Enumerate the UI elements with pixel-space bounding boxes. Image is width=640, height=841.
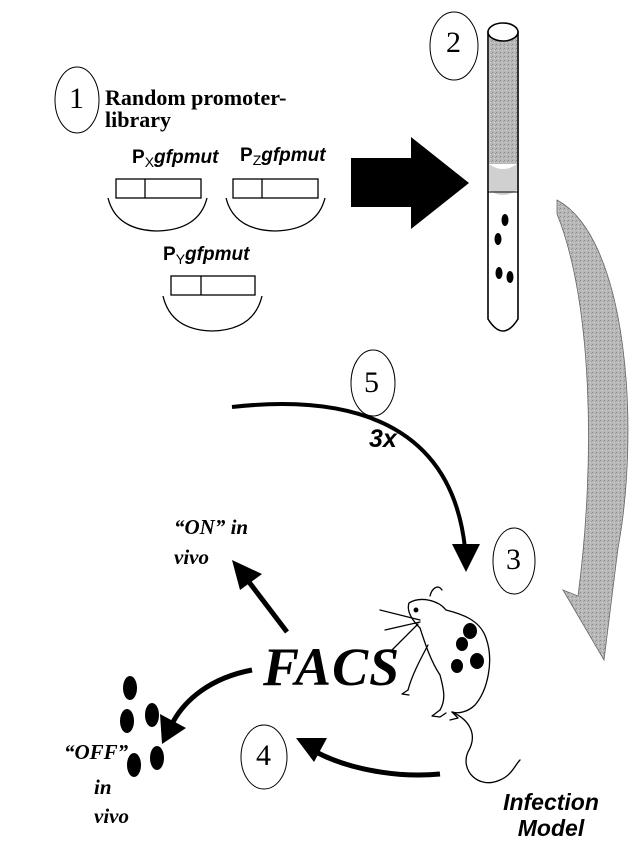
mouse-drawing — [380, 587, 520, 783]
infection-model-label: Infection Model — [486, 789, 616, 841]
off-label-line-1: “OFF” — [64, 735, 129, 770]
culture-tube — [488, 23, 518, 331]
repeat-loop-arrow — [232, 404, 465, 548]
plasmid-y-label: PYgfpmut — [163, 244, 249, 267]
plasmid-z — [226, 179, 325, 231]
repeat-count-label: 3x — [369, 425, 397, 454]
step-1-number: 1 — [69, 82, 84, 116]
on-label-line-2: vivo — [174, 542, 248, 572]
off-label-line-2: in — [64, 770, 129, 805]
on-arrow — [249, 582, 287, 632]
library-title-line-2: library — [105, 109, 286, 131]
infection-ribbon-arrow — [557, 200, 628, 660]
facs-label: FACS — [263, 636, 400, 698]
plasmid-x-gene: gfpmut — [154, 147, 218, 168]
library-title-line-1: Random promoter- — [105, 87, 286, 109]
plasmid-y-promoter: P — [163, 244, 176, 265]
library-title: Random promoter- library — [105, 87, 286, 131]
on-label-line-1: “ON” in — [174, 512, 248, 542]
transfer-arrow — [351, 137, 469, 229]
plasmid-z-promoter: P — [240, 145, 253, 166]
plasmid-z-gene: gfpmut — [261, 145, 325, 166]
plasmid-z-subscript: Z — [253, 152, 262, 168]
plasmid-x — [108, 179, 207, 231]
step-5-number: 5 — [364, 366, 379, 400]
off-arrow — [173, 670, 252, 722]
off-in-vivo-label: “OFF” in vivo — [64, 735, 129, 827]
plasmid-y-gene: gfpmut — [185, 244, 249, 265]
on-in-vivo-label: “ON” in vivo — [174, 512, 248, 572]
off-label-line-3: vivo — [64, 805, 129, 827]
step-3-number: 3 — [506, 543, 521, 577]
plasmid-x-promoter: P — [132, 147, 145, 168]
plasmid-x-label: PXgfpmut — [132, 147, 218, 170]
model-label-line-1: Infection — [486, 789, 616, 815]
plasmid-y — [163, 276, 262, 331]
plasmid-x-subscript: X — [145, 154, 154, 170]
step-4-number: 4 — [256, 739, 271, 773]
model-label-line-2: Model — [486, 815, 616, 841]
plasmid-y-subscript: Y — [176, 251, 185, 267]
return-arrow — [316, 752, 440, 775]
plasmid-z-label: PZgfpmut — [240, 145, 326, 168]
step-2-number: 2 — [446, 26, 461, 60]
